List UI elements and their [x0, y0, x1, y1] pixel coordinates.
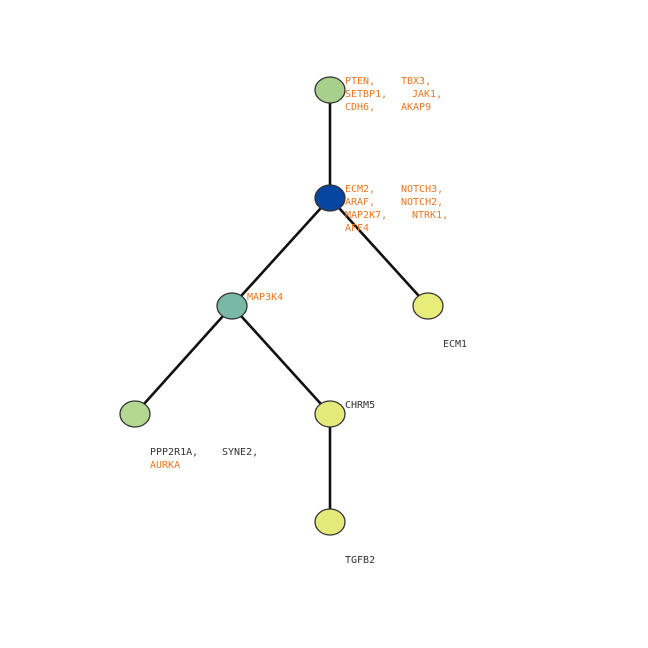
gene-label: SYNE2,	[222, 447, 258, 458]
gene-label: PTEN,	[345, 76, 375, 87]
gene-label: TGFB2	[345, 555, 375, 566]
node-root[interactable]	[314, 76, 346, 104]
node-ecm1[interactable]	[412, 292, 444, 320]
nodes	[119, 76, 444, 536]
node-ppp2r1a[interactable]	[119, 400, 151, 428]
edge-map3k4-chrm5	[231, 305, 331, 415]
gene-label: AFF4	[345, 223, 369, 234]
gene-label: ECM2,	[345, 184, 375, 195]
gene-label: NOTCH3,	[401, 184, 443, 195]
gene-label: JAK1,	[412, 89, 442, 100]
gene-label: AURKA	[150, 460, 180, 471]
edges	[134, 90, 429, 522]
node-tgfb2[interactable]	[314, 508, 346, 536]
gene-label: NTRK1,	[412, 210, 448, 221]
node-chrm5[interactable]	[314, 400, 346, 428]
gene-label: CDH6,	[345, 102, 375, 113]
edge-ecm2-map3k4	[231, 197, 331, 307]
gene-label: TBX3,	[401, 76, 431, 87]
node-map3k4[interactable]	[216, 292, 248, 320]
gene-label: CHRM5	[345, 400, 375, 411]
node-ecm2[interactable]	[314, 184, 346, 212]
edge-map3k4-ppp2r1a	[134, 305, 233, 415]
gene-label: MAP2K7,	[345, 210, 387, 221]
edge-ecm2-ecm1	[329, 197, 429, 307]
gene-label: PPP2R1A,	[150, 447, 198, 458]
gene-label: MAP3K4	[247, 292, 283, 303]
gene-label: ARAF,	[345, 197, 375, 208]
gene-label: NOTCH2,	[401, 197, 443, 208]
gene-label: ECM1	[443, 339, 467, 350]
gene-label: AKAP9	[401, 102, 431, 113]
labels: PTEN, TBX3, SETBP1, JAK1, CDH6, AKAP9 EC…	[150, 76, 467, 566]
gene-label: SETBP1,	[345, 89, 387, 100]
